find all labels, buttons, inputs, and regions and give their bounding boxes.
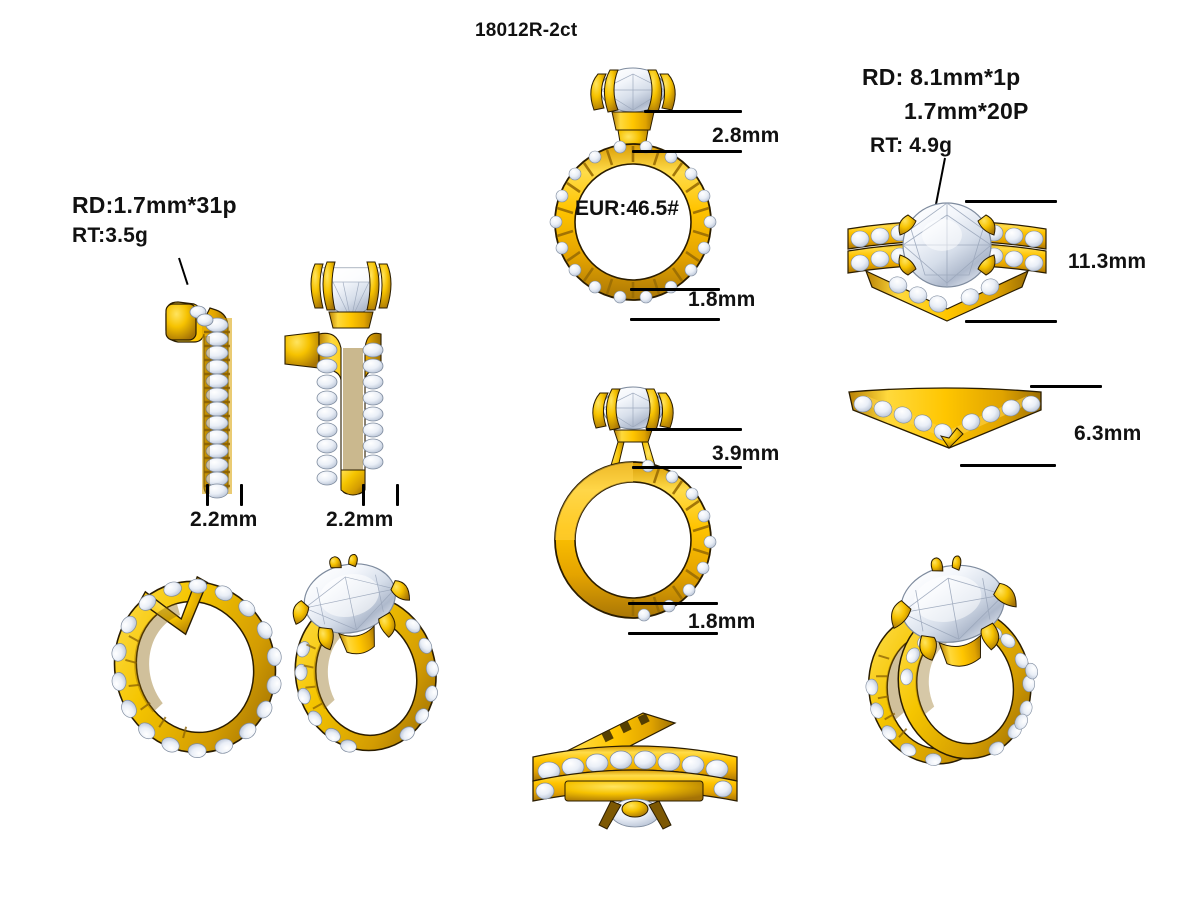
chevron-band-top-view: [845, 378, 1045, 464]
head-height-rule-bottom-2: [632, 466, 742, 469]
chevron-band-perspective-view: [100, 575, 290, 760]
band-thickness-rule-bottom-2: [628, 632, 718, 635]
left-ring-width-label: 2.2mm: [326, 508, 394, 531]
band-width-tick-right: [240, 484, 243, 506]
set-width-rule-top: [965, 200, 1057, 203]
set-width-rule-bottom: [965, 320, 1057, 323]
left-spec-stone-line: RD:1.7mm*31p: [72, 192, 237, 218]
band-width-rule-bottom: [960, 464, 1056, 467]
head-height-rule-bottom: [632, 150, 742, 153]
ring-size-label: EUR:46.5#: [575, 197, 679, 220]
band-thickness-label-2: 1.8mm: [688, 610, 756, 633]
left-spec-weight-line: RT:3.5g: [72, 224, 149, 247]
ring-width-tick-right: [396, 484, 399, 506]
bridal-set-underside-view: [525, 695, 745, 835]
band-thickness-rule-top-2: [628, 602, 718, 605]
ring-width-tick-left: [362, 484, 365, 506]
band-thickness-rule-bottom: [630, 318, 720, 321]
band-width-rule-top: [1030, 385, 1102, 388]
left-band-width-label: 2.2mm: [190, 508, 258, 531]
head-height-label: 2.8mm: [712, 124, 780, 147]
right-spec-center-stone: RD: 8.1mm*1p: [862, 64, 1021, 90]
right-band-width-label: 6.3mm: [1074, 422, 1142, 445]
head-height-label-2: 3.9mm: [712, 442, 780, 465]
solitaire-ring-edge-view: [284, 252, 415, 504]
set-width-label: 11.3mm: [1068, 250, 1147, 273]
ring-front-view-top: [528, 62, 738, 317]
page-title: 18012R-2ct: [475, 20, 578, 41]
band-thickness-label: 1.8mm: [688, 288, 756, 311]
head-height-rule-top-2: [646, 428, 742, 431]
solitaire-ring-perspective-view: [272, 545, 457, 760]
right-spec-side-stones: 1.7mm*20P: [904, 98, 1029, 124]
left-spec-leader-line: [178, 257, 189, 285]
bridal-set-perspective-view: [845, 545, 1060, 780]
ring-front-view-bottom: [528, 380, 738, 635]
head-height-rule-top: [644, 110, 742, 113]
band-width-tick-left: [206, 484, 209, 506]
band-thickness-rule-top: [630, 288, 720, 291]
bridal-set-top-view: [842, 185, 1052, 325]
pave-band-edge-view: [150, 290, 270, 505]
right-spec-weight: RT: 4.9g: [870, 134, 953, 157]
